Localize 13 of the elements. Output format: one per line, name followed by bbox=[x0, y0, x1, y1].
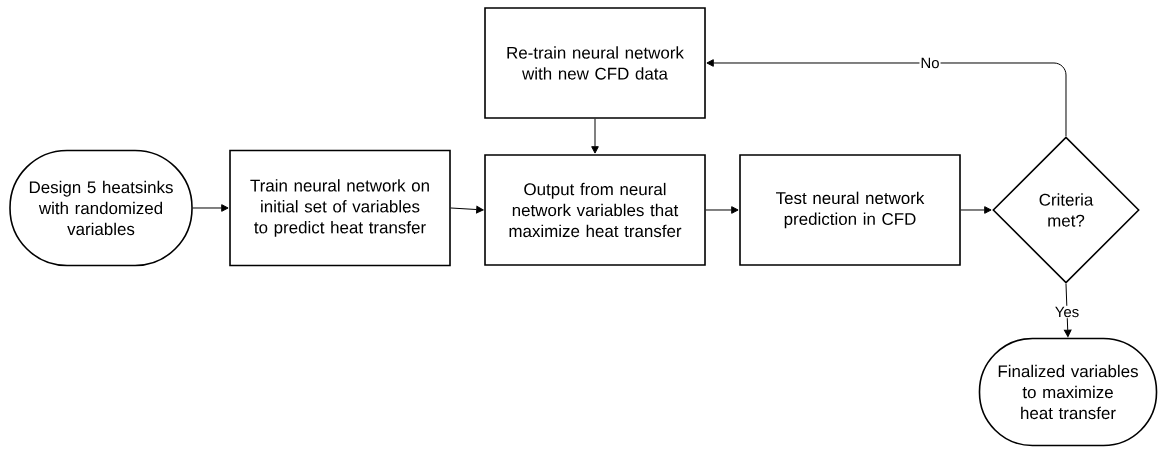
edge-label: Yes bbox=[1053, 305, 1081, 319]
arrow bbox=[705, 206, 739, 214]
process-box: Output from neural network variables that maximize heat transfer bbox=[484, 154, 706, 266]
arrow bbox=[1063, 283, 1072, 338]
arrow bbox=[450, 205, 484, 214]
arrow bbox=[960, 206, 992, 214]
edge-label: No bbox=[919, 56, 941, 70]
process-box: Re-train neural network with new CFD data bbox=[484, 7, 706, 119]
process-box: Train neural network on initial set of variables to predict heat transfer bbox=[229, 149, 451, 267]
arrow bbox=[192, 204, 229, 212]
process-box: Test neural network prediction in CFD bbox=[739, 154, 961, 266]
arrow bbox=[706, 59, 1067, 137]
arrow bbox=[591, 118, 599, 154]
